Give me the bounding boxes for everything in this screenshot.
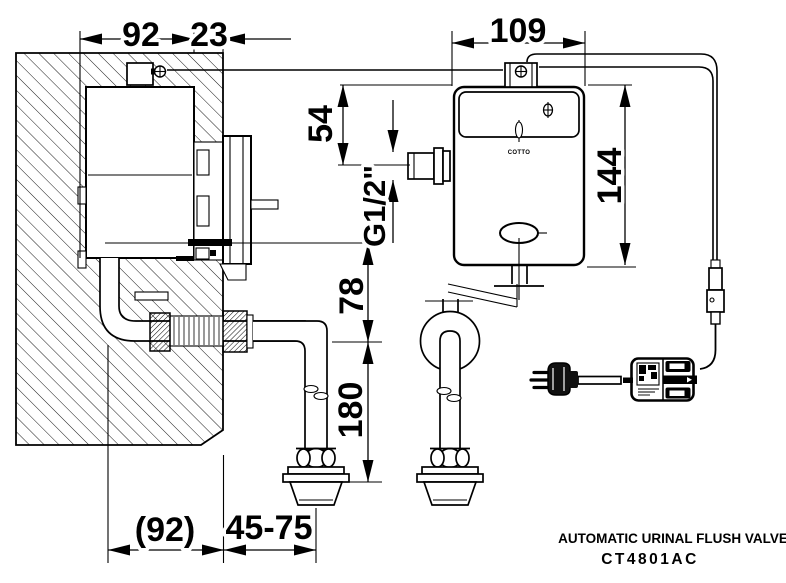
spud-coupling-right — [416, 447, 484, 506]
wall-fitting — [149, 310, 254, 353]
signal-wire — [167, 66, 714, 266]
flush-pipe-side — [253, 320, 328, 451]
power-plug — [529, 362, 633, 396]
dim-wall-to-spud: 45-75 — [226, 509, 313, 547]
dim-top-to-inlet: 54 — [302, 105, 340, 143]
front-view: COTTO — [407, 62, 586, 506]
dim-recess-width-ref: (92) — [135, 511, 195, 549]
solenoid-box — [126, 62, 154, 86]
sensor-eye-side — [250, 199, 279, 210]
inlet-fitting — [407, 147, 451, 185]
dim-body-width: 109 — [490, 12, 547, 50]
signal-wire — [526, 53, 718, 266]
dim-inlet-to-outlet: 78 — [333, 277, 371, 315]
wire-connector — [699, 259, 725, 370]
model-code: CT4801AC — [601, 551, 699, 568]
dim-outlet-pipe-drop: 180 — [332, 382, 370, 439]
pipe-break — [447, 283, 518, 308]
dim-cover-plate-depth: 23 — [190, 16, 228, 54]
dim-inlet-thread: G1/2" — [357, 165, 392, 247]
power-adapter — [630, 357, 697, 402]
side-section-view — [15, 52, 350, 506]
title-block: AUTOMATIC URINAL FLUSH VALVE CT4801AC — [558, 531, 786, 568]
dim-recess-width: 92 — [122, 16, 160, 54]
power-cable — [577, 375, 622, 385]
spud-coupling-left — [282, 447, 350, 506]
product-name: AUTOMATIC URINAL FLUSH VALVE — [558, 531, 786, 546]
dimension-annotations: 92 23 109 54 G1/2" 144 78 180 (92) 45-75 — [79, 9, 636, 563]
concealed-valve-body — [85, 86, 195, 259]
brand-logo: COTTO — [508, 150, 530, 156]
power-supply — [167, 53, 725, 402]
dim-body-height: 144 — [591, 148, 629, 205]
